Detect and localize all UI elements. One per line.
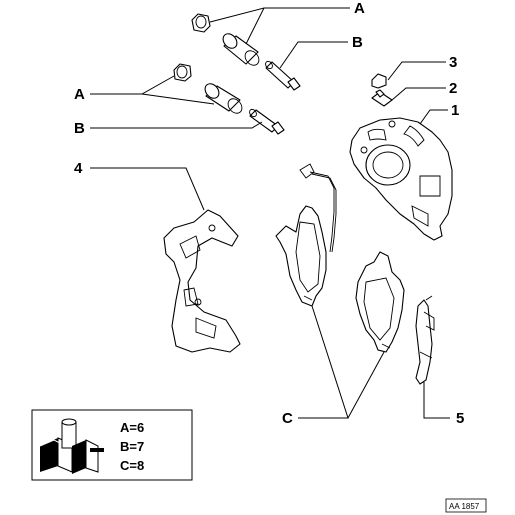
caliper-body bbox=[349, 117, 453, 241]
quantity-legend: A=6 B=7 C=8 bbox=[31, 409, 193, 481]
callout-a-top: A bbox=[354, 0, 365, 17]
bushing-sleeve-upper bbox=[222, 33, 260, 66]
bushing-cap-lower bbox=[173, 63, 192, 82]
legend-line-c: C=8 bbox=[120, 458, 144, 473]
brake-pad-with-sensor bbox=[275, 163, 337, 307]
callout-1: 1 bbox=[451, 102, 459, 119]
brake-pad bbox=[355, 251, 405, 353]
bleed-screw-cap bbox=[371, 73, 387, 89]
callout-c: C bbox=[282, 410, 293, 427]
callout-a-left: A bbox=[74, 86, 85, 103]
caliper-bracket bbox=[163, 209, 241, 353]
leader-lines bbox=[90, 7, 450, 419]
bleed-screw bbox=[371, 89, 393, 107]
parts-kit-icon bbox=[39, 418, 104, 474]
bushing-sleeve-lower bbox=[204, 83, 243, 114]
callout-3: 3 bbox=[449, 54, 457, 71]
callout-5: 5 bbox=[456, 410, 464, 427]
legend-line-b: B=7 bbox=[120, 439, 144, 454]
reference-code: AA 1857 bbox=[445, 498, 487, 513]
guide-pin-upper bbox=[265, 60, 301, 91]
callout-b-left: B bbox=[74, 120, 85, 137]
legend-line-a: A=6 bbox=[120, 420, 144, 435]
callout-b-top: B bbox=[352, 34, 363, 51]
callout-2: 2 bbox=[449, 80, 457, 97]
reference-code-text: AA 1857 bbox=[449, 502, 480, 511]
callout-4: 4 bbox=[74, 160, 83, 177]
guide-pin-lower bbox=[249, 108, 285, 135]
anti-rattle-spring bbox=[415, 295, 435, 385]
bushing-cap-upper bbox=[191, 13, 211, 33]
